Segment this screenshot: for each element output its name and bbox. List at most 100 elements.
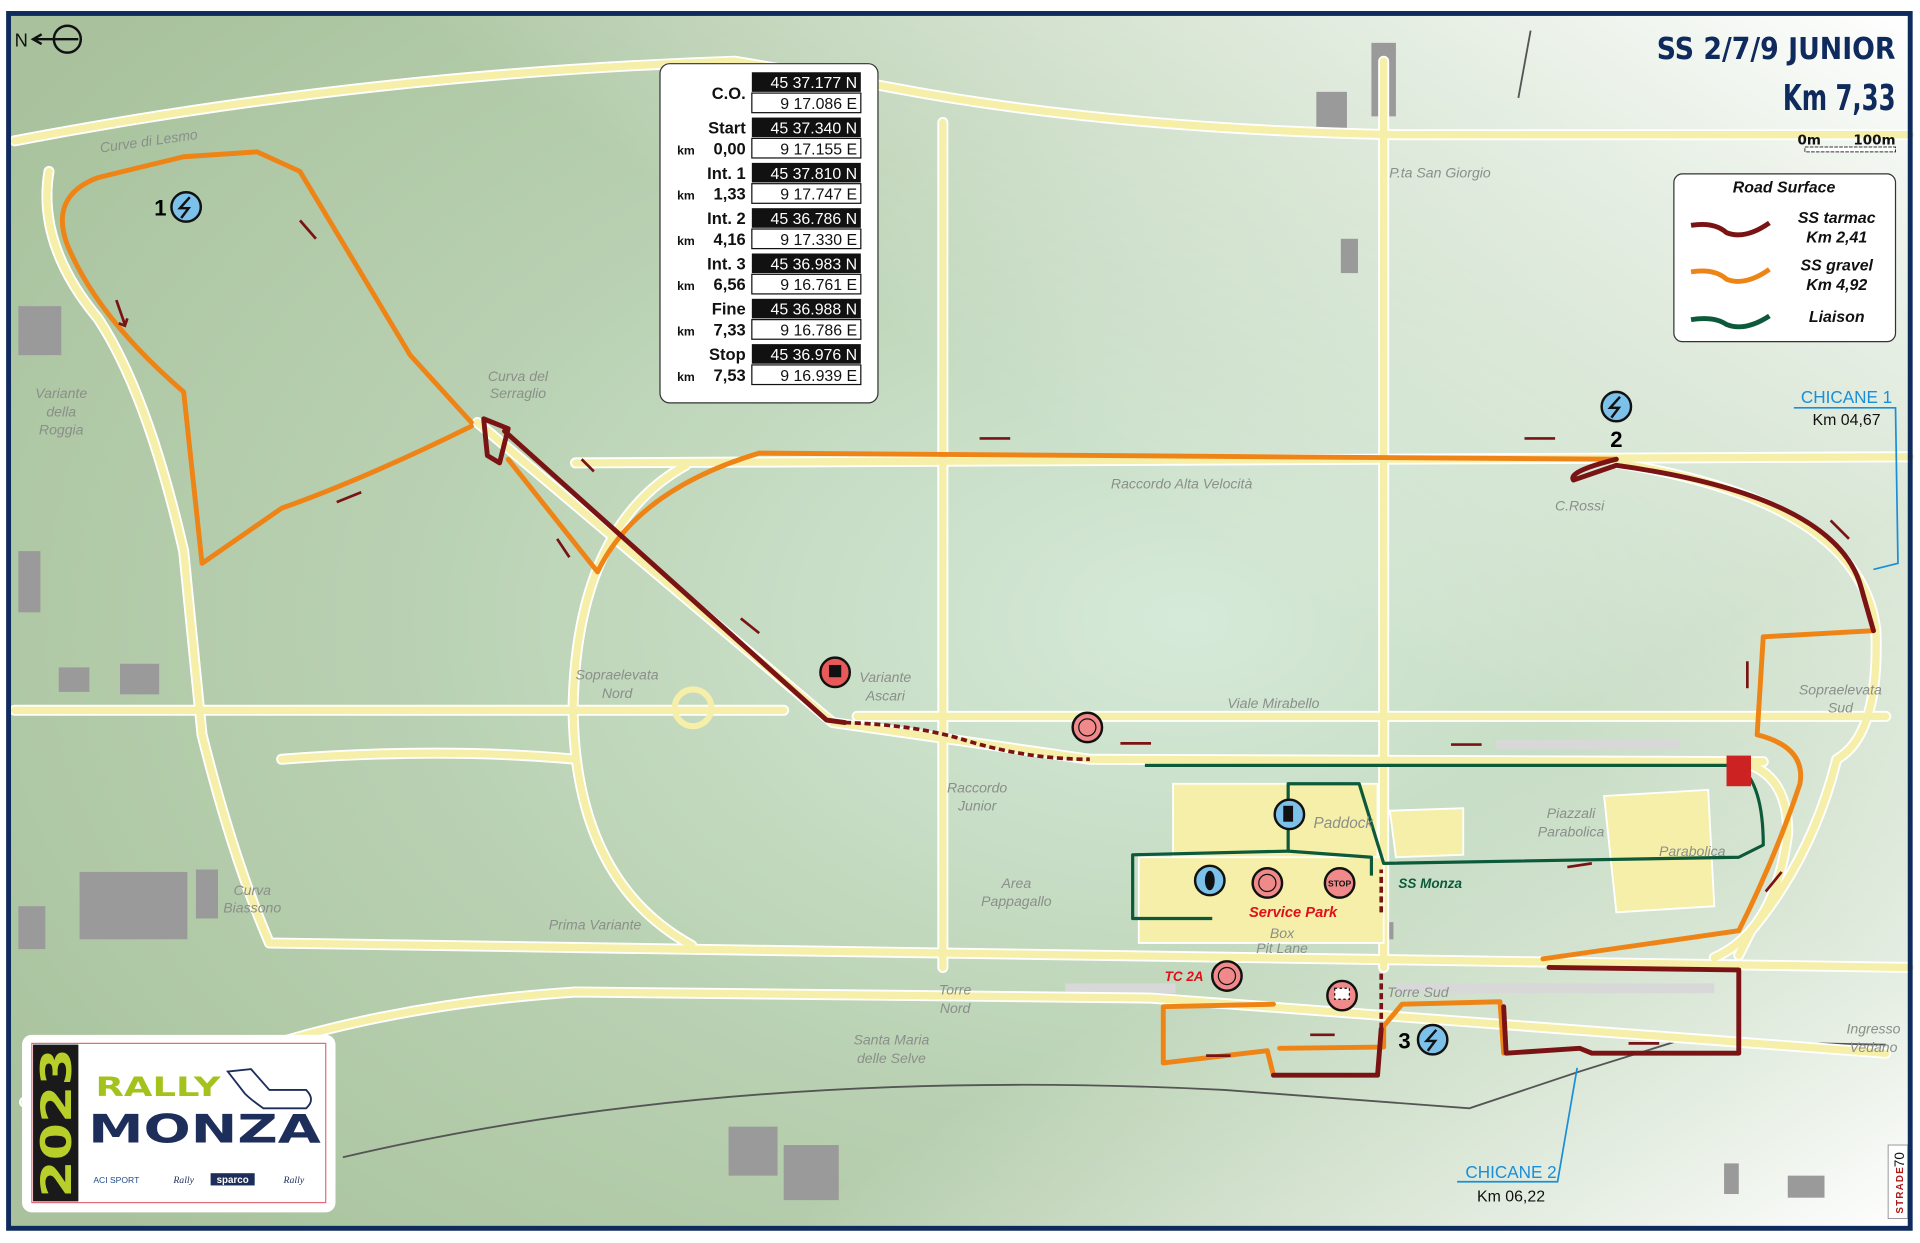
label-santa-maria: Santa Maria (853, 1032, 929, 1048)
label-torre-sud: Torre Sud (1387, 984, 1449, 1000)
longitude-cell (751, 319, 862, 340)
sponsor-aci-sport: ACI SPORT (93, 1175, 140, 1185)
latitude-cell (751, 208, 861, 228)
split-markers: 1 2 3 (154, 191, 1633, 1056)
longitude-value: 9 17.086 E (780, 96, 857, 113)
longitude-value: 9 17.330 E (780, 232, 857, 249)
fuel-icon (1273, 798, 1306, 831)
longitude-cell (751, 273, 862, 295)
scale-end: 100m (1853, 133, 1895, 149)
start-flag-icon (819, 656, 852, 689)
map-frame (6, 11, 1913, 1231)
latitude-value: 45 36.988 N (770, 302, 857, 319)
tc-2a-label: TC 2A (1165, 969, 1204, 984)
checkpoint-label: Stop (709, 345, 746, 364)
legend-tarmac-swatch (1690, 220, 1771, 238)
rally-monza-logo: 2023 RALLY MONZA ACI SPORT Rally sparco … (22, 1034, 336, 1213)
gravel-route (59, 149, 1876, 1078)
latitude-cell (751, 72, 861, 92)
label-variante-roggia: Variante (35, 385, 87, 401)
chicane-1-km: Km 04,67 (1812, 412, 1880, 429)
label-torre-nord: Nord (940, 1000, 972, 1016)
latitude-value: 45 36.983 N (770, 256, 857, 273)
longitude-cell (751, 137, 862, 159)
km-prefix: km (677, 189, 695, 203)
legend-liaison-swatch (1690, 313, 1771, 330)
tyre-icon (1193, 864, 1226, 897)
split-3-number: 3 (1398, 1028, 1410, 1053)
longitude-cell (751, 228, 862, 250)
stop-icon: STOP (1323, 867, 1356, 899)
label-variante-ascari: Variante (859, 669, 911, 685)
label-area-pappagallo: Pappagallo (981, 893, 1052, 909)
stage-length: Km 7,33 (1783, 78, 1896, 119)
sponsor-rally: Rally (172, 1175, 194, 1186)
compass-arrow-icon (30, 33, 79, 46)
credit-strade: STRADE (1895, 1166, 1906, 1214)
split-2-number: 2 (1610, 427, 1622, 452)
label-parabolica: Parabolica (1659, 843, 1726, 859)
label-sopraelevata-nord: Sopraelevata (576, 667, 659, 683)
label-curva-serraglio: Serraglio (490, 385, 547, 401)
checkpoint-label: Int. 1 (707, 164, 746, 183)
credit-number: 70 (1892, 1152, 1907, 1167)
label-santa-maria: delle Selve (857, 1050, 926, 1066)
checkpoint-km: 1,33 (714, 185, 746, 204)
label-box: Box (1270, 925, 1295, 941)
label-sopraelevata-sud: Sopraelevata (1799, 681, 1882, 697)
split-1-number: 1 (154, 196, 166, 221)
checkpoint-label: Fine (712, 300, 746, 319)
longitude-cell (751, 364, 862, 386)
latitude-value: 45 36.976 N (770, 347, 857, 364)
north-label: N (15, 30, 28, 51)
latitude-cell (751, 298, 861, 319)
ss-monza-label: SS Monza (1398, 876, 1462, 891)
chicane-2-callout: CHICANE 2 Km 06,22 (1457, 1067, 1578, 1205)
label-curva-biassono: Curva (233, 882, 271, 898)
longitude-value: 9 16.761 E (780, 277, 857, 294)
legend-gravel-label: SS gravel (1800, 258, 1873, 275)
label-curva-serraglio: Curva del (488, 368, 549, 384)
km-prefix: km (677, 370, 695, 384)
checkpoint-label: Start (708, 118, 746, 137)
label-raccordo-alta-velocita: Raccordo Alta Velocità (1111, 476, 1253, 492)
checkpoint-km: 6,56 (714, 275, 746, 294)
label-torre-nord: Torre (939, 981, 972, 997)
legend-title: Road Surface (1733, 179, 1836, 196)
checkpoint-km: 7,53 (714, 366, 746, 385)
label-sopraelevata-nord: Nord (602, 685, 634, 701)
legend-tarmac-km: Km 2,41 (1806, 229, 1867, 246)
label-ingresso-vedano: Ingresso (1846, 1021, 1900, 1037)
latitude-cell (751, 253, 861, 274)
north-arrow: N (15, 24, 83, 54)
km-prefix: km (677, 143, 695, 157)
sponsor-rally-2: Rally (283, 1175, 305, 1186)
service-park-label: Service Park (1249, 905, 1338, 921)
service-area: Service Park SS Monza TC 2A STOP (819, 656, 1752, 1012)
longitude-cell (751, 92, 862, 114)
label-prima-variante: Prima Variante (549, 916, 642, 932)
logo-year: 2023 (32, 1048, 81, 1197)
label-variante-roggia: della (46, 403, 76, 419)
label-c-rossi: C.Rossi (1555, 498, 1605, 514)
label-variante-ascari: Ascari (865, 687, 906, 703)
label-ingresso-vedano: Vedano (1849, 1039, 1897, 1055)
lightning-split-icon (170, 191, 203, 223)
km-prefix: km (677, 234, 695, 248)
longitude-value: 9 16.939 E (780, 368, 857, 385)
scale-bar (1804, 146, 1896, 153)
latitude-cell (751, 344, 861, 364)
latitude-value: 45 37.340 N (770, 120, 857, 137)
longitude-cell (751, 183, 862, 204)
lightning-split-icon (1600, 390, 1633, 423)
checkpoint-km: 7,33 (714, 321, 746, 340)
finish-flag-icon (1326, 979, 1358, 1012)
start-chequer-icon (1726, 755, 1752, 787)
label-porta-san-giorgio: P.ta San Giorgio (1389, 165, 1491, 181)
label-area-pappagallo: Area (1000, 875, 1031, 891)
checkpoint-label: Int. 3 (707, 254, 746, 273)
